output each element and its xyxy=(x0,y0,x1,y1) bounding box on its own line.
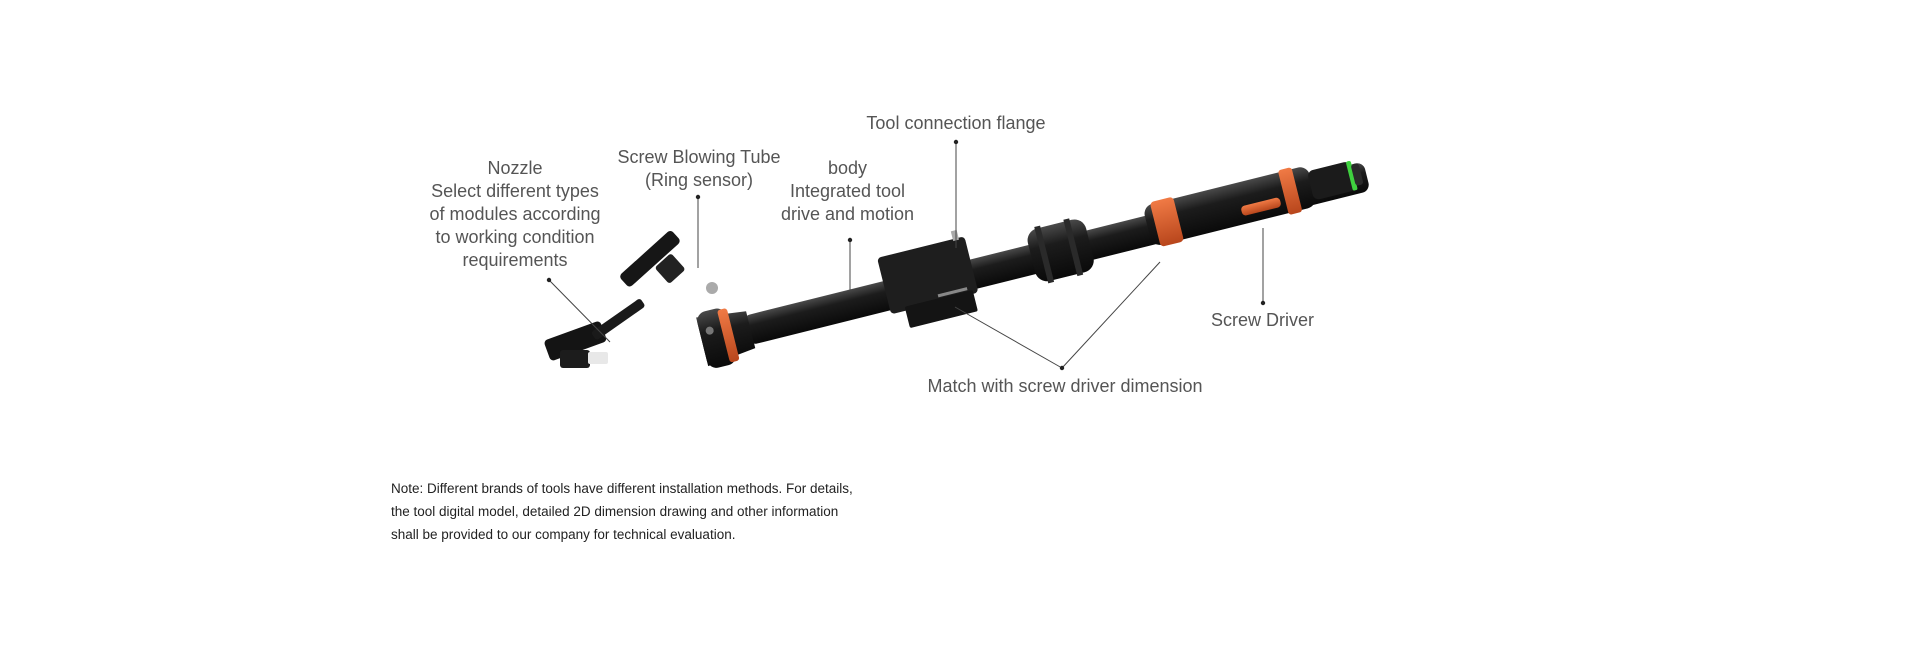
nozzle-tip xyxy=(588,352,608,364)
nozzle-arm xyxy=(591,299,645,340)
screwdriver-tool-assembly xyxy=(696,160,1369,368)
nozzle-jaw-2 xyxy=(560,350,590,368)
nozzle-title: Nozzle xyxy=(487,158,543,178)
leader-match-right xyxy=(1061,261,1161,369)
leader-lines xyxy=(548,142,1264,369)
match-text: Match with screw driver dimension xyxy=(927,376,1203,396)
dot-body xyxy=(847,237,853,243)
flange-block xyxy=(877,237,978,314)
nozzle-line-3: to working condition xyxy=(435,227,595,247)
leader-nozzle xyxy=(548,279,611,343)
driver-orange-ring xyxy=(1150,197,1184,247)
flange-text: Tool connection flange xyxy=(866,113,1046,133)
leader-match-left xyxy=(954,306,1063,369)
coupling-ring-2 xyxy=(1063,218,1084,277)
dot-blowing-tube xyxy=(695,194,701,200)
leader-dots xyxy=(546,139,1266,371)
nozzle-orange-ring xyxy=(717,308,740,363)
driver-body xyxy=(1144,167,1316,245)
coupling-ring xyxy=(1034,225,1055,284)
nozzle-line-1: Select different types xyxy=(431,181,599,201)
screw-driver-text: Screw Driver xyxy=(1210,310,1314,330)
driver-tail xyxy=(1308,162,1356,200)
blowing-tube-label: Screw Blowing Tube (Ring sensor) xyxy=(600,146,798,192)
fitting xyxy=(706,282,718,294)
nozzle-jaw xyxy=(544,321,607,361)
dot-screw-driver xyxy=(1260,300,1266,306)
nozzle-head xyxy=(544,231,718,368)
driver-cap xyxy=(1351,163,1363,186)
blowing-tube-line-1: Screw Blowing Tube xyxy=(617,147,781,167)
body-line-1: body xyxy=(827,158,868,178)
installation-note: Note: Different brands of tools have dif… xyxy=(391,481,853,542)
dot-match xyxy=(1059,365,1065,371)
blowing-tube-line-2: (Ring sensor) xyxy=(644,170,754,190)
dot-flange xyxy=(953,139,959,145)
flange-label: Tool connection flange xyxy=(836,112,1076,135)
nozzle-line-4: requirements xyxy=(462,250,568,270)
blowing-tube xyxy=(620,231,680,287)
match-label: Match with screw driver dimension xyxy=(910,375,1220,398)
body-label: body Integrated tool drive and motion xyxy=(760,157,935,226)
nozzle-label: Nozzle Select different types of modules… xyxy=(410,157,620,272)
ring-sensor xyxy=(655,254,685,283)
screw-driver-label: Screw Driver xyxy=(1180,309,1345,332)
body-line-2: Integrated tool xyxy=(789,181,906,201)
flange-slot xyxy=(937,287,968,298)
body-line-3: drive and motion xyxy=(780,204,915,224)
driver-orange-trigger xyxy=(1241,197,1281,216)
driver-orange-band xyxy=(1278,167,1302,215)
nozzle-screw xyxy=(705,326,714,335)
dot-nozzle xyxy=(546,277,552,283)
indicator-ring xyxy=(1346,160,1358,191)
flange-plate xyxy=(905,290,978,328)
nozzle-line-2: of modules according xyxy=(429,204,601,224)
flange-bolt xyxy=(950,229,960,242)
